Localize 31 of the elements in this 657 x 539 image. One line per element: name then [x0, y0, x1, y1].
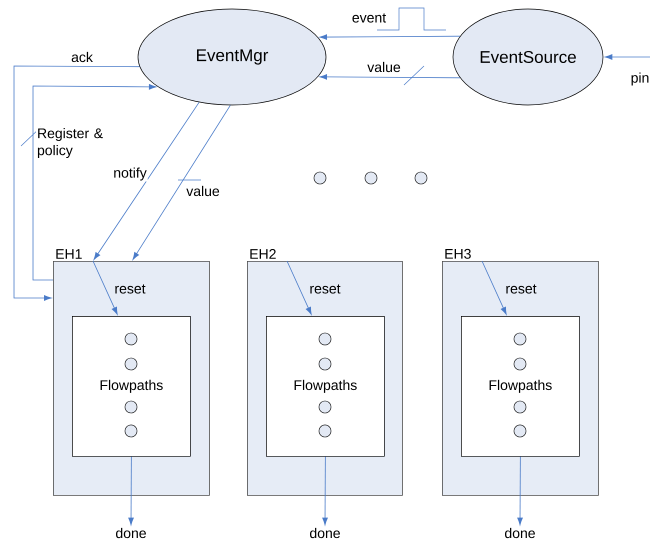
- edge-label: Register & policy: [36, 126, 108, 160]
- edge-label: value: [366, 60, 402, 74]
- arrow: [322, 456, 328, 526]
- arrow: [132, 104, 231, 260]
- arrow: [94, 102, 200, 260]
- node-label: EH1: [56, 249, 82, 259]
- arrow: [14, 66, 140, 301]
- output-label: done: [505, 528, 535, 538]
- output-label: done: [116, 528, 146, 538]
- node-label: EH3: [445, 248, 471, 259]
- flowpaths-box: Flowpaths: [266, 316, 385, 457]
- flowpaths-box: Flowpaths: [72, 316, 191, 457]
- edge-label: pin: [630, 71, 650, 87]
- arrow: [604, 54, 650, 60]
- arrow: [517, 456, 523, 526]
- arrow: [482, 260, 507, 315]
- arrow: [286, 260, 312, 315]
- edge-label: event: [350, 12, 388, 24]
- flowpaths-box: Flowpaths: [461, 316, 580, 457]
- arrow: [319, 74, 460, 80]
- edge-label: ack: [70, 50, 94, 64]
- arrow: [319, 34, 460, 40]
- ellipse-node: EventMgr: [138, 8, 326, 106]
- arrow: [32, 84, 156, 280]
- output-label: done: [310, 528, 340, 538]
- ellipse-node: EventSource: [452, 8, 604, 106]
- node-label: EH2: [250, 249, 276, 259]
- edge-label: value: [185, 184, 221, 198]
- arrow: [92, 260, 118, 315]
- arrow: [128, 456, 134, 526]
- edge-label: notify: [112, 166, 148, 182]
